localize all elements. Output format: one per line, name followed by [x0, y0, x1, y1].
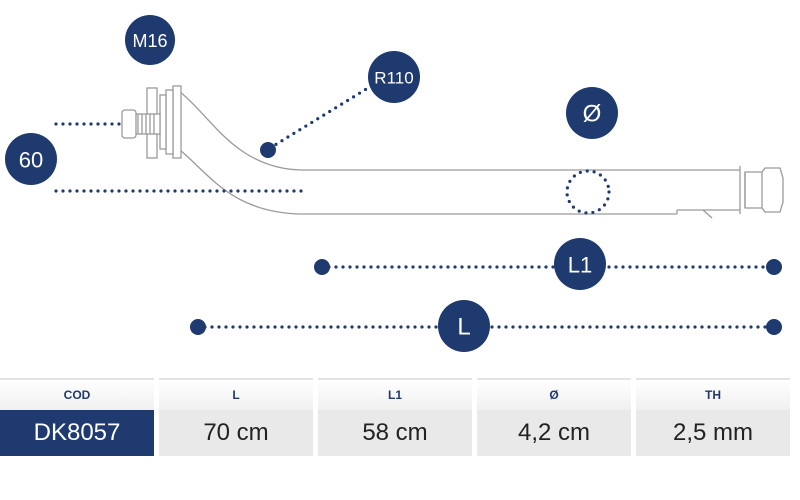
l-start-dot [190, 319, 206, 335]
header-th: TH [636, 378, 790, 410]
header-l: L [159, 378, 313, 410]
l1-end-dot [766, 259, 782, 275]
tube-top-edge [179, 91, 740, 171]
header-cod: COD [0, 378, 154, 410]
bolt-nut [121, 109, 137, 139]
tube-outline [179, 91, 784, 219]
badge-diameter: Ø [566, 87, 618, 139]
tube-end-plug [744, 167, 784, 213]
badge-l1-label: L1 [568, 253, 592, 278]
badge-m16-label: M16 [132, 31, 167, 51]
l-end-dot [766, 319, 782, 335]
badge-60: 60 [5, 133, 57, 185]
spec-table-header-row: COD L L1 Ø TH [0, 378, 790, 410]
tube-bottom-edge [179, 149, 677, 215]
badge-r110-label: R110 [374, 69, 413, 88]
leader-r110 [268, 86, 370, 150]
cell-th: 2,5 mm [636, 410, 790, 456]
cell-l1: 58 cm [318, 410, 472, 456]
cell-l: 70 cm [159, 410, 313, 456]
cell-code: DK8057 [0, 410, 154, 456]
diameter-section-circle [565, 169, 611, 215]
technical-drawing: M16 R110 Ø 60 L1 L [5, 15, 784, 352]
washer-outer [165, 89, 174, 155]
header-diameter: Ø [477, 378, 631, 410]
badge-r110: R110 [368, 51, 420, 103]
badge-m16: M16 [125, 15, 175, 65]
l1-start-dot [314, 259, 330, 275]
badge-60-label: 60 [19, 148, 43, 173]
spec-table: COD L L1 Ø TH DK8057 70 cm 58 cm 4,2 cm … [0, 378, 795, 456]
header-l1: L1 [318, 378, 472, 410]
spec-table-row: DK8057 70 cm 58 cm 4,2 cm 2,5 mm [0, 410, 790, 456]
dimension-endpoints [190, 142, 782, 335]
badge-diameter-label: Ø [583, 101, 602, 128]
cell-diameter: 4,2 cm [477, 410, 631, 456]
washer-inner [159, 94, 167, 150]
badge-l: L [438, 300, 490, 352]
badge-l1: L1 [554, 238, 606, 290]
r110-leader-dot [260, 142, 276, 158]
flange-bolt [121, 85, 182, 159]
badge-l-label: L [457, 314, 470, 341]
flange-plate [172, 85, 182, 159]
